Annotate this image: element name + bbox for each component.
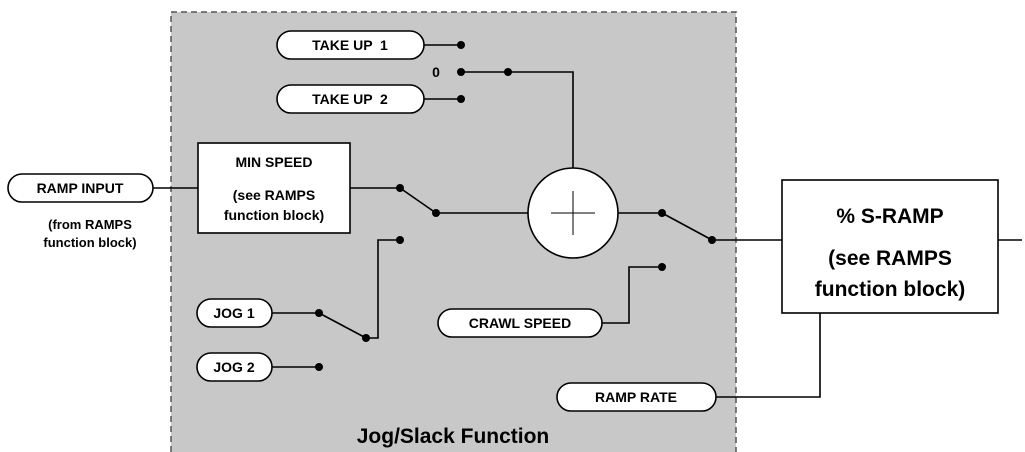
- contact-dot: [432, 209, 440, 217]
- take-up-2-terminal: [276, 84, 425, 114]
- ramp-rate-terminal: [556, 382, 717, 412]
- contact-dot: [396, 236, 404, 244]
- min-speed-title: MIN SPEED: [235, 154, 312, 170]
- s-ramp-title: % S-RAMP: [836, 205, 943, 228]
- contact-dot: [658, 209, 666, 217]
- wire-jog-select: [366, 239, 400, 339]
- contact-dot: [457, 41, 465, 49]
- ramp-rate-label: RAMP RATE: [595, 389, 677, 405]
- contact-dot: [658, 263, 666, 271]
- min-speed-block: [197, 142, 351, 234]
- zero-contact-label: 0: [432, 64, 440, 80]
- jog-1-terminal: [196, 298, 273, 328]
- wire-take-up-to-sum: [508, 71, 574, 168]
- jog-2-terminal: [196, 352, 273, 382]
- summing-junction: [527, 167, 619, 259]
- contact-dot: [362, 334, 370, 342]
- ramp-input-note-1: (from RAMPS: [48, 217, 132, 232]
- wire-ramp-rate: [716, 313, 821, 398]
- ramp-input-label: RAMP INPUT: [37, 180, 124, 196]
- s-ramp-note-1: (see RAMPS: [828, 247, 952, 270]
- min-speed-note-2: function block): [224, 207, 324, 223]
- contact-dots: [315, 41, 716, 371]
- switch-3-lever: [661, 212, 713, 241]
- wiring: [153, 44, 1022, 398]
- jog-slack-title: Jog/Slack Function: [357, 425, 550, 448]
- contact-dot: [708, 236, 716, 244]
- jog-1-label: JOG 1: [213, 305, 254, 321]
- s-ramp-block: [781, 179, 999, 314]
- contact-dot: [504, 68, 512, 76]
- switch-1-lever: [399, 187, 437, 214]
- take-up-1-label: TAKE UP 1: [312, 37, 388, 53]
- contact-dot: [315, 309, 323, 317]
- take-up-2-label: TAKE UP 2: [312, 91, 388, 107]
- contact-dot: [457, 95, 465, 103]
- ramp-input-note-2: function block): [43, 235, 136, 250]
- jog-switch-lever: [318, 312, 367, 339]
- take-up-1-terminal: [276, 30, 425, 60]
- contact-dot: [396, 184, 404, 192]
- jog-2-label: JOG 2: [213, 359, 254, 375]
- crawl-speed-terminal: [437, 308, 603, 338]
- contact-dot: [315, 363, 323, 371]
- s-ramp-note-2: function block): [815, 278, 966, 301]
- min-speed-note-1: (see RAMPS: [233, 187, 315, 203]
- wire-crawl-speed: [602, 266, 662, 324]
- contact-dot: [457, 68, 465, 76]
- ramp-input-terminal: [7, 173, 154, 203]
- crawl-speed-label: CRAWL SPEED: [469, 315, 571, 331]
